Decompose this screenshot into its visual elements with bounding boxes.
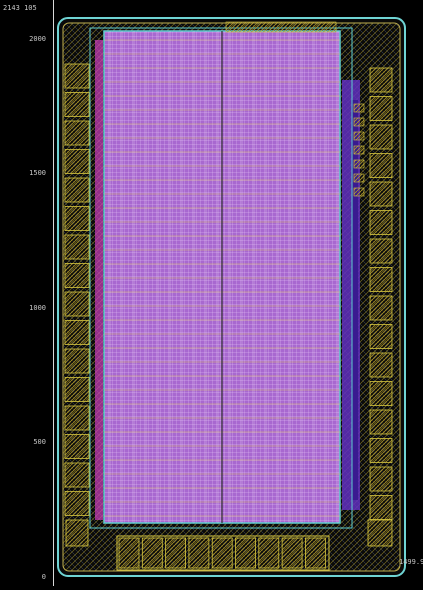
power-ring [89,27,353,529]
io-pad [64,92,90,117]
y-tick-label: 1500 [29,169,46,178]
io-pad [64,206,90,231]
y-tick-label: 0 [41,573,46,581]
io-pad [64,434,90,459]
io-pad [64,63,90,89]
io-pad [369,96,393,121]
io-pad [369,267,393,292]
io-pad [369,466,393,492]
io-pad [369,238,393,264]
io-pad [304,537,326,569]
small-pad [353,103,365,113]
io-pad [118,537,140,569]
io-pad [64,234,90,260]
io-pad [64,491,90,516]
io-pad [369,409,393,435]
io-pad [369,495,393,520]
bottom-pads [118,537,326,569]
corner-pad [65,519,89,547]
io-pad [64,149,90,174]
io-pad [369,153,393,178]
small-pad [353,117,365,127]
io-pad [369,124,393,150]
io-pad [369,295,393,321]
left-pads [64,63,90,547]
top-left-coordinate: 2143 105 [3,4,37,12]
small-pad [353,173,365,183]
io-pad [64,405,90,431]
io-pad [369,210,393,235]
io-pad [188,537,210,569]
y-tick-label: 500 [33,438,46,447]
small-pad [353,145,365,155]
io-pad [235,537,256,569]
small-pad [353,187,365,197]
corner-pad [367,519,393,547]
y-tick-label: 2000 [29,34,46,43]
ruler-line [53,0,54,586]
io-pad [369,67,393,93]
io-pad [64,291,90,317]
io-pad [64,377,90,402]
io-pad [64,462,90,488]
small-pad [353,131,365,141]
y-tick-label: 1000 [29,303,46,312]
io-pad [369,438,393,463]
io-pad [141,537,163,569]
io-pad [369,181,393,207]
io-pad [64,320,90,345]
io-pad [369,381,393,406]
small-pad [353,159,365,169]
bottom-pad-bar [116,535,330,571]
io-pad [64,263,90,288]
io-pad [64,120,90,146]
io-pad [281,537,303,569]
io-pad [258,537,280,569]
io-pad [64,177,90,203]
right-macro-inner [352,100,358,500]
left-macro [95,40,103,520]
io-pad [165,537,187,569]
vertical-straps [109,31,339,523]
right-pads [353,67,393,547]
top-pad-bar [225,21,337,33]
io-pad [369,324,393,349]
bottom-right-coordinate: 1499.9 [399,558,423,566]
io-pad [369,352,393,378]
io-pad [211,537,233,569]
io-pad [64,348,90,374]
